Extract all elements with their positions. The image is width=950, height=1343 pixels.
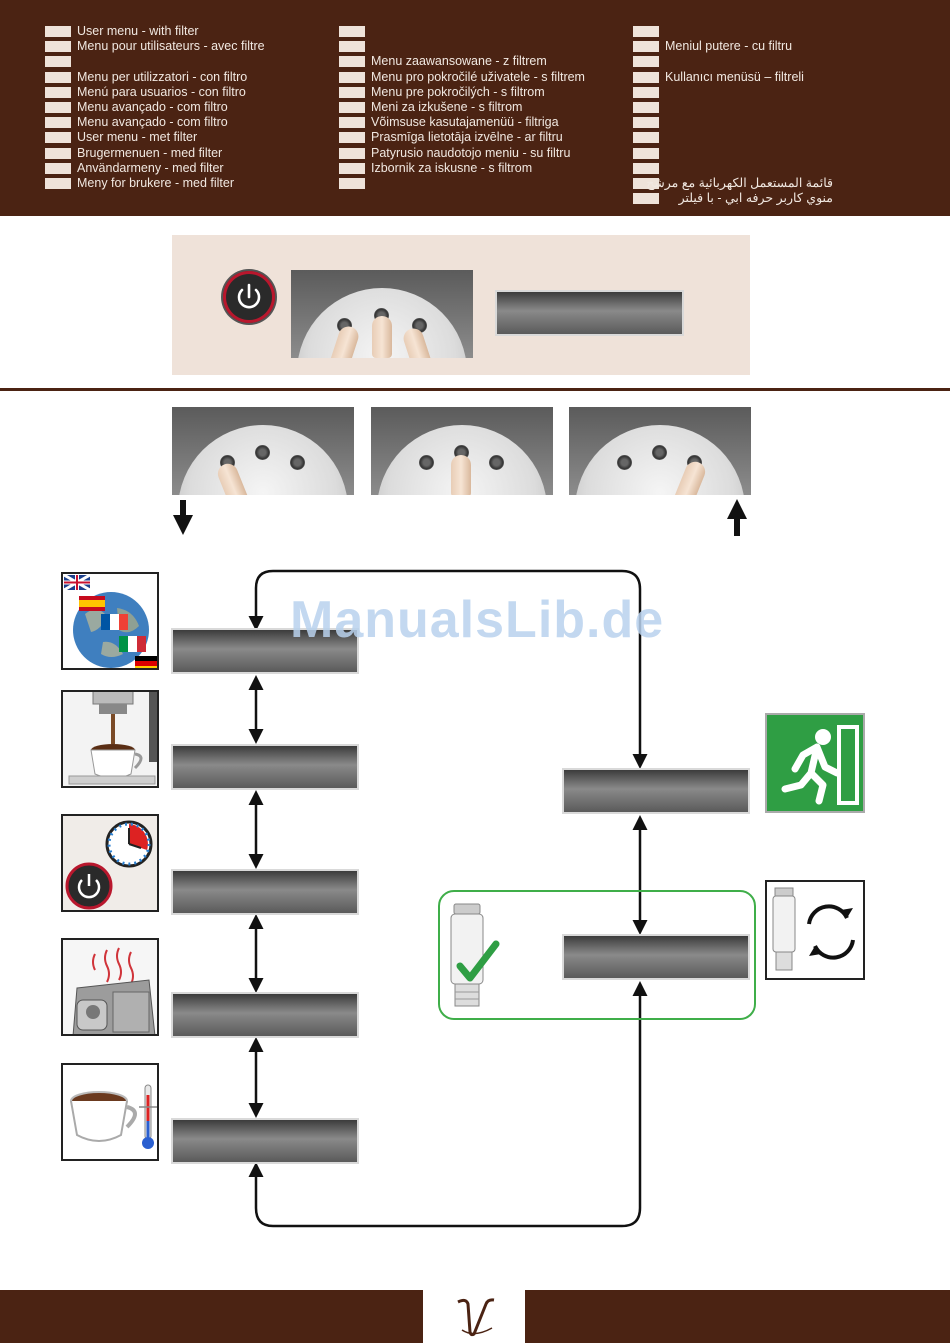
- language-swatch: [45, 117, 71, 129]
- language-label: User menu - with filter: [77, 24, 199, 38]
- language-label: Brugermenuen - med filter: [77, 145, 223, 160]
- language-label: Menú para usuarios - con filtro: [77, 84, 246, 99]
- language-swatch: [339, 41, 365, 53]
- menu-display-exit: [562, 768, 750, 814]
- arrow-up-icon: [727, 499, 747, 536]
- language-swatch: [633, 193, 659, 205]
- language-swatch: [633, 56, 659, 68]
- filter-check-icon: [448, 902, 508, 1010]
- language-label: Kullanıcı menüsü – filtreli: [665, 69, 804, 84]
- language-swatch: [633, 71, 659, 83]
- language-swatch: [45, 147, 71, 159]
- display-screen: [495, 290, 684, 336]
- language-swatch: [45, 132, 71, 144]
- language-swatch: [633, 117, 659, 129]
- language-swatch: [339, 162, 365, 174]
- cup-thermometer-icon: [61, 1063, 159, 1161]
- language-label: Izbornik za iskusne - s filtrom: [371, 160, 533, 175]
- language-swatch: [633, 162, 659, 174]
- language-label: Meny for brukere - med filter: [77, 175, 234, 190]
- power-clock-icon: [61, 814, 159, 912]
- language-swatch: [45, 101, 71, 113]
- left-button-press-icon: [172, 407, 354, 495]
- footer-bar-right: [525, 1290, 950, 1343]
- language-swatch: [339, 71, 365, 83]
- language-swatch: [45, 56, 71, 68]
- language-swatch: [633, 177, 659, 189]
- language-label: User menu - met filter: [77, 130, 198, 145]
- language-swatch: [633, 41, 659, 53]
- menu-display-filter: [562, 934, 750, 980]
- language-swatch: [339, 132, 365, 144]
- machine-steam-icon: [61, 938, 159, 1036]
- right-button-press-icon: [569, 407, 751, 495]
- language-swatch: [339, 26, 365, 37]
- language-label: Menu avançado - com filtro: [77, 115, 228, 130]
- three-button-press-icon: [291, 270, 473, 358]
- language-swatch: [45, 26, 71, 37]
- language-label: Menu pour utilisateurs - avec filtre: [77, 39, 265, 54]
- language-label: Menu zaawansowane - z filtrem: [371, 54, 547, 69]
- footer-bar-left: [0, 1290, 423, 1343]
- language-label: Menu avançado - com filtro: [77, 99, 228, 114]
- language-swatch: [45, 86, 71, 98]
- language-label: Patyrusio naudotojo meniu - su filtru: [371, 145, 571, 160]
- language-swatch: [633, 147, 659, 159]
- power-icon: [223, 271, 275, 323]
- section-divider: [0, 388, 950, 391]
- filter-group-frame: [438, 890, 756, 1020]
- globe-flags-icon: [61, 572, 159, 670]
- language-label: Võimsuse kasutajamenüü - filtriga: [371, 115, 559, 130]
- center-button-press-icon: [371, 407, 553, 495]
- language-swatch: [339, 117, 365, 129]
- language-swatch: [633, 86, 659, 98]
- watermark: ManualsLib.de: [290, 591, 665, 649]
- menu-display-coffee: [171, 744, 359, 790]
- language-swatch: [45, 41, 71, 53]
- menu-display-temperature: [171, 1118, 359, 1164]
- footer-bar: [0, 1290, 950, 1343]
- language-label: قائمة المستعمل الكهربائية مع مرشح: [646, 175, 833, 190]
- menu-display-auto-off: [171, 869, 359, 915]
- coffee-dispense-icon: [61, 690, 159, 788]
- language-swatch: [339, 101, 365, 113]
- exit-sign-icon: [765, 713, 865, 813]
- language-swatch: [633, 26, 659, 37]
- language-swatch: [633, 132, 659, 144]
- language-label: Användarmeny - med filter: [77, 160, 224, 175]
- language-swatch: [45, 71, 71, 83]
- language-swatch: [45, 162, 71, 174]
- language-swatch: [339, 177, 365, 189]
- language-label: Menu pro pokročilé uživatele - s filtrem: [371, 69, 585, 84]
- language-swatch: [339, 86, 365, 98]
- language-label: Meni za izkušene - s filtrom: [371, 99, 523, 114]
- language-swatch: [339, 56, 365, 68]
- language-swatch: [45, 177, 71, 189]
- menu-display-descale: [171, 992, 359, 1038]
- arrow-down-icon: [173, 500, 193, 535]
- nespresso-logo-icon: [452, 1296, 498, 1343]
- language-swatch: [339, 147, 365, 159]
- language-swatch: [633, 101, 659, 113]
- language-label: Prasmīga lietotāja izvēlne - ar filtru: [371, 130, 563, 145]
- language-label: منوي كاربر حرفه ابي - با فيلتر: [678, 191, 833, 206]
- menu-display-language: [171, 628, 359, 674]
- language-label: Menu pre pokročilých - s filtrom: [371, 84, 545, 99]
- language-label: Menu per utilizzatori - con filtro: [77, 69, 248, 84]
- filter-change-icon: [765, 880, 865, 980]
- language-label: Meniul putere - cu filtru: [665, 39, 793, 54]
